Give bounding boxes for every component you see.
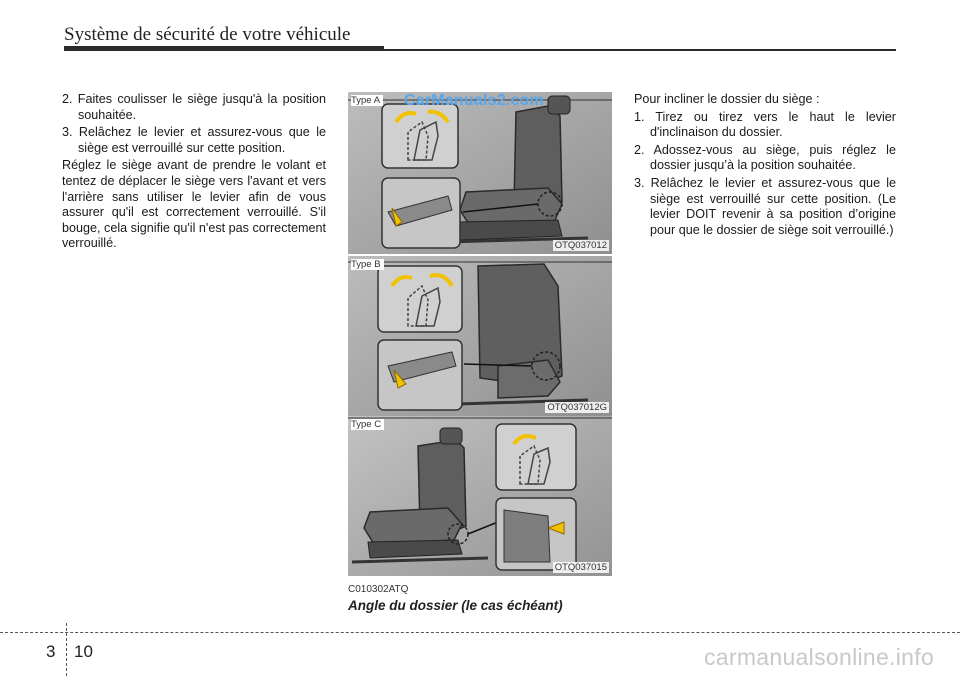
recline-step-1: 1. Tirez ou tirez vers le haut le levier… <box>634 109 896 140</box>
seat-recline-figure: Type A OTQ037012 Type B <box>348 92 612 576</box>
type-b-code: OTQ037012G <box>545 402 609 413</box>
recline-step-2: 2. Adossez-vous au siège, puis réglez le… <box>634 142 896 173</box>
seat-illustration-c <box>348 416 612 576</box>
recline-intro: Pour incliner le dossier du siège : <box>634 92 820 106</box>
footer-divider <box>66 623 67 676</box>
header-rule-thick <box>64 46 384 51</box>
chapter-number: 3 <box>46 642 56 661</box>
page-title: Système de sécurité de votre véhicule <box>64 24 351 45</box>
left-column: 2. Faites coulisser le siège jusqu'à la … <box>62 92 326 252</box>
type-b-label: Type B <box>351 259 384 270</box>
type-c-code: OTQ037015 <box>552 562 609 573</box>
seat-illustration-b <box>348 256 612 416</box>
figure-caption: Angle du dossier (le cas échéant) <box>348 598 563 613</box>
right-column: Pour incliner le dossier du siège : 1. T… <box>634 92 896 240</box>
panel-type-c: Type C OTQ037015 <box>348 416 612 576</box>
site-watermark: carmanualsonline.info <box>704 644 935 670</box>
type-a-label: Type A <box>351 95 384 106</box>
type-a-code: OTQ037012 <box>552 240 609 251</box>
footer-rule <box>0 632 960 633</box>
step-2: 2. Faites coulisser le siège jusqu'à la … <box>62 92 326 122</box>
header-rule-thin <box>384 49 896 51</box>
figure-code: C010302ATQ <box>348 584 409 595</box>
panel-type-a: Type A OTQ037012 <box>348 92 612 254</box>
recline-step-3: 3. Relâchez le levier et assurez-vous qu… <box>634 175 896 237</box>
type-c-label: Type C <box>351 419 385 430</box>
panel-type-b: Type B OTQ037012G <box>348 256 612 416</box>
lock-check-paragraph: Réglez le siège avant de prendre le vola… <box>62 158 326 251</box>
step-3: 3. Relâchez le levier et assurez-vous qu… <box>62 125 326 155</box>
page-number: 10 <box>74 642 93 661</box>
seat-illustration-a <box>348 92 612 254</box>
carmanuals-watermark: CarManuals2.com <box>404 92 544 109</box>
